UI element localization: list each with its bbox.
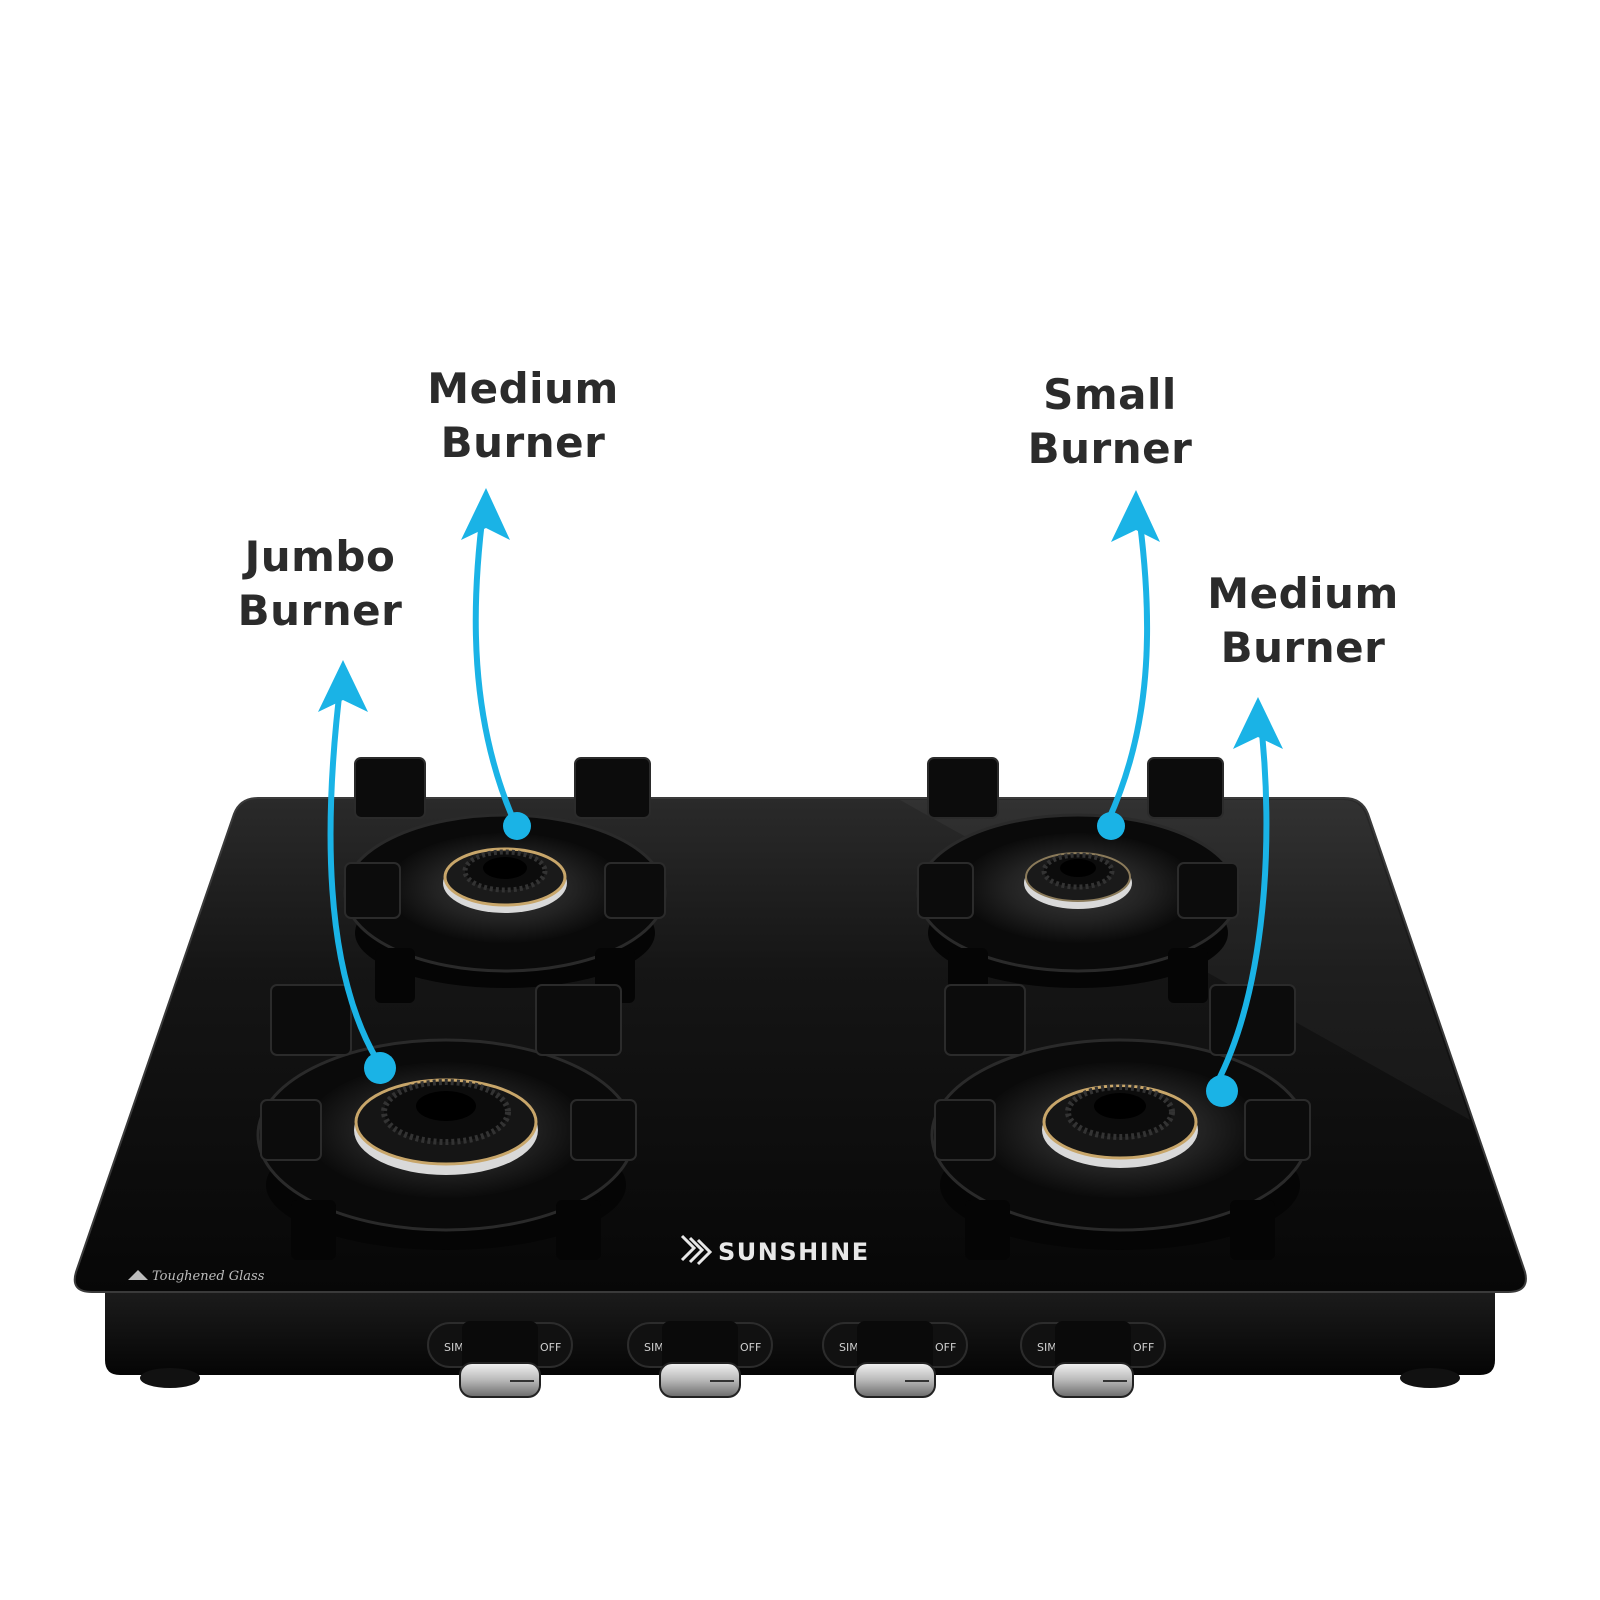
- label-line: Jumbo: [244, 532, 396, 581]
- label-small-burner: Small Burner: [960, 368, 1260, 476]
- arrowhead-medium-left-icon: [461, 488, 510, 540]
- label-line: Medium: [1207, 569, 1399, 618]
- knob-handle[interactable]: [1052, 1362, 1134, 1398]
- knob-sim-label: SIM: [444, 1341, 464, 1354]
- callout-line-medium-left: [472, 502, 517, 824]
- stove-foot-right: [1400, 1368, 1460, 1388]
- label-line: Small: [1043, 370, 1177, 419]
- knob-1[interactable]: SIM OFF: [427, 1321, 573, 1398]
- label-line: Burner: [1220, 623, 1386, 672]
- burner-jumbo: [256, 984, 637, 1260]
- toughened-glass-mark: Toughened Glass: [128, 1269, 265, 1284]
- knob-handle[interactable]: [854, 1362, 936, 1398]
- label-line: Burner: [440, 418, 606, 467]
- knob-off-label: OFF: [740, 1341, 761, 1354]
- callout-line-jumbo: [327, 677, 380, 1063]
- callout-dot-medium-left: [503, 812, 531, 840]
- glass-mark-icon: [128, 1270, 148, 1280]
- glass-mark-text: Toughened Glass: [152, 1269, 265, 1284]
- label-line: Medium: [427, 364, 619, 413]
- knob-handle[interactable]: [459, 1362, 541, 1398]
- callout-line-medium-right: [1214, 712, 1270, 1086]
- knob-4[interactable]: SIM OFF: [1020, 1321, 1166, 1398]
- burner-medium-left: [343, 757, 667, 1003]
- knob-off-label: OFF: [1133, 1341, 1154, 1354]
- callout-dot-medium-right: [1206, 1075, 1238, 1107]
- stove-foot-left: [140, 1368, 200, 1388]
- arrowhead-medium-right-icon: [1233, 697, 1283, 749]
- arrowhead-small-icon: [1111, 490, 1160, 542]
- label-medium-burner-left: Medium Burner: [373, 362, 673, 470]
- stove-front-body: [105, 1290, 1495, 1375]
- label-medium-burner-right: Medium Burner: [1153, 567, 1453, 675]
- callout-dot-jumbo: [364, 1052, 396, 1084]
- callout-dot-small: [1097, 812, 1125, 840]
- callout-arrows: [327, 502, 1270, 1086]
- knob-3[interactable]: SIM OFF: [822, 1321, 968, 1398]
- callout-line-small: [1105, 505, 1151, 824]
- label-line: Burner: [237, 586, 403, 635]
- callout-dots: [364, 812, 1238, 1107]
- knob-2[interactable]: SIM OFF: [627, 1321, 773, 1398]
- arrowhead-jumbo-icon: [318, 660, 368, 712]
- label-line: Burner: [1027, 424, 1193, 473]
- knob-handle[interactable]: [659, 1362, 741, 1398]
- brand-logo: SUNSHINE: [680, 1234, 870, 1266]
- brand-swirl-icon: [680, 1234, 713, 1266]
- label-jumbo-burner: Jumbo Burner: [170, 530, 470, 638]
- knob-sim-label: SIM: [644, 1341, 664, 1354]
- callout-arrowheads: [318, 488, 1283, 749]
- knob-off-label: OFF: [935, 1341, 956, 1354]
- knob-off-label: OFF: [540, 1341, 561, 1354]
- brand-name: SUNSHINE: [718, 1238, 870, 1266]
- burner-small: [916, 757, 1240, 1003]
- knob-sim-label: SIM: [839, 1341, 859, 1354]
- knob-sim-label: SIM: [1037, 1341, 1057, 1354]
